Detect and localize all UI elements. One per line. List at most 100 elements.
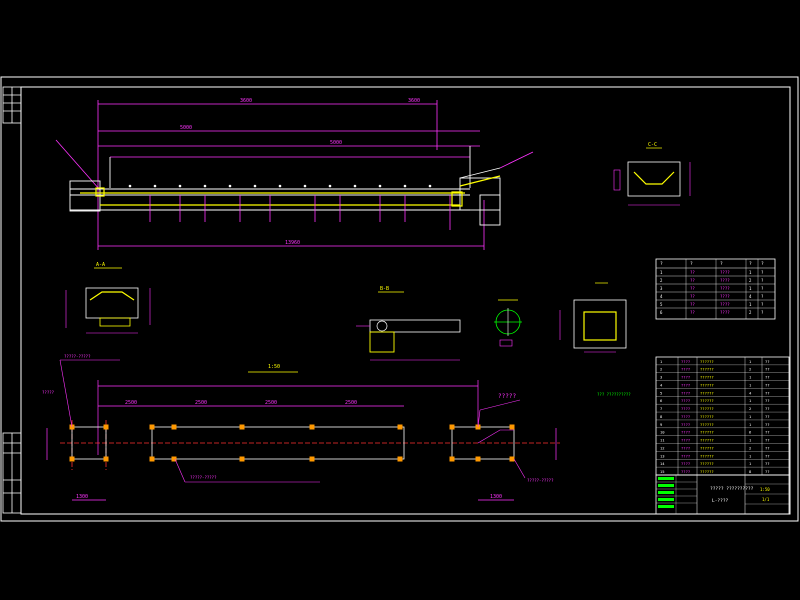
- bom-small-cell: ????: [720, 294, 730, 299]
- dim-mid1: 5000: [180, 125, 192, 131]
- bom-large-cell: ????: [681, 367, 690, 372]
- bom-large-cell: 9: [660, 422, 663, 427]
- plan-side-label: ?????: [42, 390, 55, 395]
- bom-large-cell: ??????: [700, 367, 714, 372]
- bom-large-cell: 1: [749, 422, 752, 427]
- plan-callout: ?????: [498, 393, 516, 400]
- title-sheet: 1/1: [762, 497, 770, 502]
- bom-small-cell: ??: [690, 310, 695, 315]
- bom-large-cell: ????: [681, 359, 690, 364]
- plan-dim-3: 2500: [265, 400, 277, 406]
- bom-large-cell: ????: [681, 469, 690, 474]
- bom-large-cell: ????: [681, 382, 690, 387]
- inner-border: [20, 86, 791, 515]
- plan-note-right: ?????-?????: [527, 478, 554, 483]
- bom-small-header-cell: ?: [660, 261, 663, 267]
- bom-large-table: 1??????????1??2??????????2??3??????????1…: [655, 356, 790, 476]
- bom-large-cell: 1: [749, 453, 752, 458]
- bom-large-cell: 11: [660, 438, 665, 443]
- bom-small-cell: ??: [690, 270, 695, 275]
- bom-small-cell: 2: [660, 278, 663, 283]
- bom-large-cell: ??????: [700, 375, 714, 380]
- plan-title: 1:50: [268, 364, 280, 370]
- dim-bottom: 13960: [285, 240, 300, 246]
- bom-large-cell: 14: [660, 461, 665, 466]
- bom-small-cell: ?: [761, 278, 764, 283]
- bom-small-cell: ?: [761, 294, 764, 299]
- bom-large-cell: ??: [765, 422, 770, 427]
- bom-large-cell: 1: [749, 438, 752, 443]
- bom-large-cell: 6: [660, 398, 663, 403]
- bom-small-cell: ????: [720, 302, 730, 307]
- bom-large-cell: ????: [681, 438, 690, 443]
- left-margin-top-table: [2, 86, 22, 124]
- bom-small-header-cell: ?: [761, 261, 764, 267]
- bom-large-cell: 4: [660, 382, 663, 387]
- bom-large-cell: ??: [765, 461, 770, 466]
- bom-small-cell: ????: [720, 278, 730, 283]
- title-name: ????? ??????????: [710, 486, 754, 492]
- bom-large-cell: 1: [749, 382, 752, 387]
- bom-small-table: ?????1??????1?2??????2?3??????1?4??????4…: [655, 258, 776, 320]
- bom-small-cell: 1: [749, 270, 752, 275]
- bom-small-header-cell: ?: [690, 261, 693, 267]
- bom-small-cell: 4: [749, 294, 752, 299]
- bom-large-cell: ??: [765, 359, 770, 364]
- bom-small-cell: ?: [761, 302, 764, 307]
- bom-small-cell: ?: [761, 310, 764, 315]
- bom-large-cell: ??????: [700, 406, 714, 411]
- bom-large-cell: 7: [660, 406, 662, 411]
- bom-small-cell: ??: [690, 302, 695, 307]
- dim-top-b: 3600: [408, 98, 420, 104]
- plan-note-mid: ?????-?????: [190, 475, 217, 480]
- bom-small-cell: ????: [720, 270, 730, 275]
- bom-small-cell: 1: [749, 302, 752, 307]
- bom-large-cell: ??????: [700, 359, 714, 364]
- detail-drive: B-B: [356, 286, 461, 361]
- bom-large-cell: ??????: [700, 414, 714, 419]
- bom-large-cell: 5: [660, 390, 662, 395]
- bom-small-cell: 2: [749, 278, 752, 283]
- bom-large-cell: 2: [749, 367, 751, 372]
- bom-large-cell: 1: [749, 398, 752, 403]
- plan-dim-1: 2500: [125, 400, 137, 406]
- bom-large-cell: 1: [749, 461, 752, 466]
- detail-drum: [494, 299, 522, 347]
- bom-large-cell: ??????: [700, 453, 714, 458]
- bom-large-cell: 2: [749, 445, 751, 450]
- bom-large-cell: 10: [660, 430, 665, 435]
- bom-large-cell: 15: [660, 469, 665, 474]
- plan-note-left: ?????-?????: [64, 354, 91, 359]
- section-c-label: C-C: [648, 142, 657, 148]
- plan-dim-4: 2500: [345, 400, 357, 406]
- bom-large-cell: 2: [749, 406, 751, 411]
- bom-large-cell: ??: [765, 445, 770, 450]
- bom-large-cell: 3: [660, 375, 662, 380]
- bom-large-cell: ??????: [700, 430, 714, 435]
- section-view-c: C-C: [613, 142, 691, 206]
- bom-large-cell: ??????: [700, 398, 714, 403]
- bom-small-cell: 4: [660, 294, 663, 299]
- bom-large-cell: ??: [765, 414, 770, 419]
- bom-large-cell: ??: [765, 382, 770, 387]
- bom-large-cell: ????: [681, 414, 690, 419]
- bom-large-cell: 1: [749, 359, 752, 364]
- bom-small-cell: 1: [660, 270, 663, 275]
- bom-large-cell: ??: [765, 438, 770, 443]
- plan-dim-2: 2500: [195, 400, 207, 406]
- conveyor-elevation: 3600 3600 5000 5000 13960: [55, 98, 534, 250]
- title-block: ????? ?????????? L-???? 1:50 1/1: [655, 474, 790, 515]
- bom-small-cell: ??: [690, 286, 695, 291]
- bom-small-cell: ??: [690, 278, 695, 283]
- bom-large-cell: ??????: [700, 382, 714, 387]
- left-margin-bottom-table: [2, 432, 22, 514]
- bom-large-cell: ??: [765, 367, 770, 372]
- bom-small-cell: 3: [660, 286, 663, 291]
- bom-small-cell: ????: [720, 286, 730, 291]
- plan-dim-left: 1300: [76, 494, 88, 500]
- bom-large-cell: 2: [660, 367, 662, 372]
- bom-large-cell: ????: [681, 445, 690, 450]
- bom-large-cell: ??: [765, 453, 770, 458]
- section-view-a: A-A: [65, 262, 151, 334]
